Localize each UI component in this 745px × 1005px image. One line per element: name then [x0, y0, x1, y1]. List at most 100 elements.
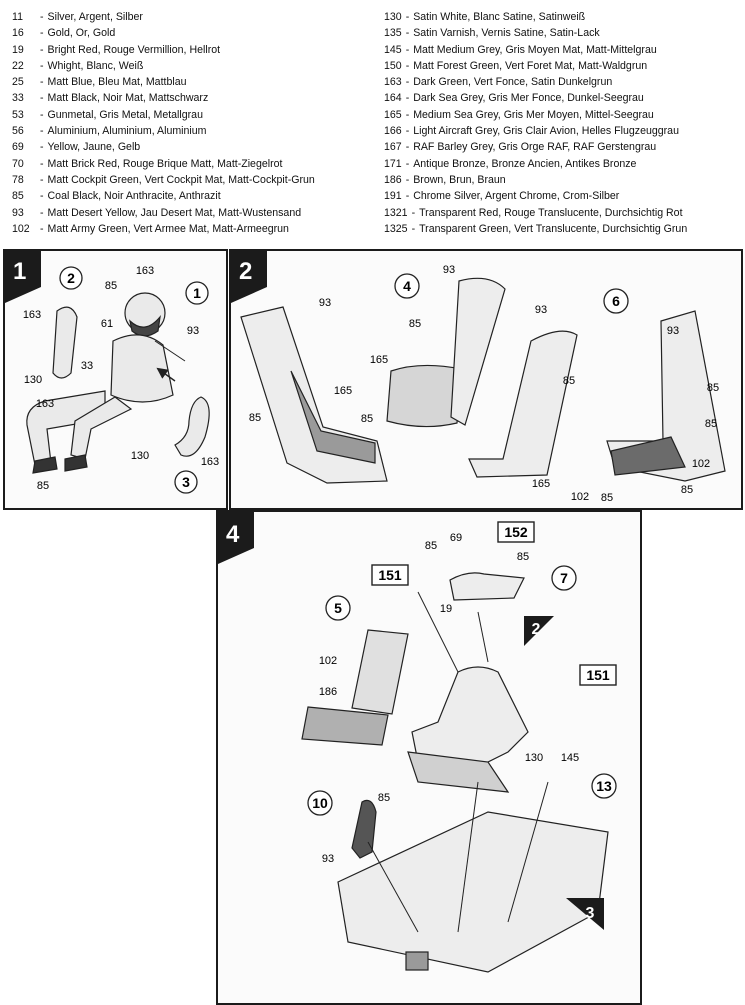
paint-code: 16: [12, 27, 24, 40]
legend-row: 33-Matt Black, Noir Mat, Mattschwarz: [12, 90, 372, 106]
part-10-label: 10: [312, 795, 328, 811]
paint-code: 135: [384, 27, 402, 40]
paint-code: 19: [12, 43, 24, 56]
paint-name: Gunmetal, Gris Metal, Metallgrau: [47, 108, 203, 121]
step-number: 4: [226, 521, 240, 548]
paint-name: Matt Black, Noir Mat, Mattschwarz: [47, 92, 209, 105]
separator: -: [40, 206, 44, 219]
paint-code: 69: [12, 141, 24, 154]
legend-row: 85 -Coal Black, Noir Anthracite, Anthrazi…: [12, 188, 372, 204]
separator: -: [40, 76, 44, 89]
paint-code: 150: [384, 59, 402, 72]
control-stick: [351, 799, 377, 859]
legend-row: 135-Satin Varnish, Vernis Satine, Satin-…: [384, 25, 742, 41]
paint-code-label: 130: [131, 450, 149, 462]
paint-code-label: 165: [370, 354, 388, 366]
paint-name: Satin Varnish, Vernis Satine, Satin-Lack: [413, 27, 600, 40]
separator: -: [405, 157, 410, 170]
harness-part: [449, 572, 525, 601]
part-2-label: 2: [67, 270, 75, 286]
paint-code-label: 85: [249, 412, 261, 424]
legend-row: 69 -Yellow, Jaune, Gelb: [12, 139, 372, 155]
paint-code-label: 145: [561, 752, 579, 764]
separator: -: [405, 59, 410, 72]
paint-code-label: 163: [23, 309, 41, 321]
paint-name: Bright Red, Rouge Vermillion, Hellrot: [47, 43, 221, 56]
paint-code-label: 102: [319, 655, 337, 667]
paint-name: Dark Green, Vert Fonce, Satin Dunkelgrun: [413, 76, 613, 89]
paint-code-label: 186: [319, 686, 337, 698]
paint-codes: 163 85 61 93 163 33 130 163 85 130 163: [23, 265, 219, 492]
step-number: 2: [239, 258, 252, 285]
paint-name: Matt Forest Green, Vert Foret Mat, Matt-…: [413, 59, 648, 72]
boxed-part-152: 152: [504, 524, 528, 540]
pilot-figure-diagram: 1 2 1 3: [5, 251, 219, 494]
legend-row: 1325-Transparent Green, Vert Translucent…: [384, 221, 742, 237]
paint-name: Dark Sea Grey, Gris Mer Fonce, Dunkel-Se…: [413, 92, 644, 105]
legend-row: 145-Matt Medium Grey, Gris Moyen Mat, Ma…: [384, 42, 742, 58]
paint-code-label: 85: [563, 375, 575, 387]
separator: -: [405, 43, 410, 56]
paint-code-label: 85: [707, 382, 719, 394]
paint-code-label: 163: [136, 265, 154, 277]
paint-code: 163: [384, 76, 402, 89]
paint-code: 186: [384, 173, 402, 186]
paint-code-label: 93: [535, 304, 547, 316]
part-callouts: [394, 273, 629, 314]
part-3-label: 3: [182, 474, 190, 490]
separator: -: [40, 141, 44, 154]
paint-name: Chrome Silver, Argent Chrome, Crom-Silbe…: [413, 190, 620, 203]
cockpit-tub: [337, 811, 609, 973]
seat-side-part: [468, 330, 578, 478]
paint-name: Matt Cockpit Green, Vert Cockpit Mat, Ma…: [47, 173, 315, 186]
legend-row: 56-Aluminium, Aluminium, Aluminium: [12, 123, 372, 139]
separator: -: [405, 141, 410, 154]
paint-code: 166: [384, 125, 402, 138]
paint-code: 85: [12, 190, 24, 203]
paint-code: 1321: [384, 206, 408, 219]
torso-shape: [110, 334, 174, 403]
legend-row: 16-Gold, Or, Gold: [12, 25, 372, 41]
paint-name: Yellow, Jaune, Gelb: [47, 141, 141, 154]
paint-code-label: 85: [705, 418, 717, 430]
separator: -: [40, 43, 44, 56]
seat-parts-diagram: 2 4 6 93 85 165 85 93 85: [231, 251, 726, 504]
paint-code-label: 85: [425, 540, 437, 552]
paint-name: Whight, Blanc, Weiß: [47, 59, 144, 72]
separator: -: [405, 92, 410, 105]
ref-step-2-flag: 2: [532, 621, 541, 638]
paint-name: Medium Sea Grey, Gris Mer Moyen, Mittel-…: [413, 108, 654, 121]
paint-code-label: 102: [692, 458, 710, 470]
paint-code-label: 165: [532, 478, 550, 490]
paint-name: RAF Barley Grey, Gris Orge RAF, RAF Gers…: [413, 141, 657, 154]
paint-code-label: 85: [601, 492, 613, 504]
paint-name: Matt Desert Yellow, Jau Desert Mat, Matt…: [47, 206, 302, 219]
paint-code: 165: [384, 108, 402, 121]
legend-row: 167-RAF Barley Grey, Gris Orge RAF, RAF …: [384, 139, 742, 155]
paint-code-label: 163: [201, 456, 219, 468]
part-7-label: 7: [560, 570, 568, 586]
paint-code: 53: [12, 108, 24, 121]
separator: -: [405, 27, 410, 40]
step-number: 1: [13, 258, 26, 285]
separator: -: [40, 125, 44, 138]
paint-code: 191: [384, 190, 402, 203]
paint-code-label: 69: [450, 532, 462, 544]
paint-codes: 93 85 165 85 93 85 93 165 85 93 85 85 16…: [249, 264, 719, 504]
paint-code-label: 165: [334, 385, 352, 397]
legend-row: 78-Matt Cockpit Green, Vert Cockpit Mat,…: [12, 172, 372, 188]
paint-name: Coal Black, Noir Anthracite, Anthrazit: [47, 190, 221, 203]
legend-row: 1321-Transparent Red, Rouge Translucente…: [384, 205, 742, 221]
separator: -: [405, 108, 410, 121]
legend-row: 19 -Bright Red, Rouge Vermillion, Hellrot: [12, 42, 372, 58]
legend-row: 165-Medium Sea Grey, Gris Mer Moyen, Mit…: [384, 107, 742, 123]
separator: -: [411, 206, 416, 219]
separator: -: [40, 190, 44, 203]
separator: -: [40, 108, 44, 121]
paint-name: Gold, Or, Gold: [47, 27, 116, 40]
paint-code-label: 85: [361, 413, 373, 425]
legend-row: 70-Matt Brick Red, Rouge Brique Matt, Ma…: [12, 156, 372, 172]
step-4-panel: 4 5 7 10 13: [216, 510, 642, 1005]
legend-row: 22-Whight, Blanc, Weiß: [12, 58, 372, 74]
